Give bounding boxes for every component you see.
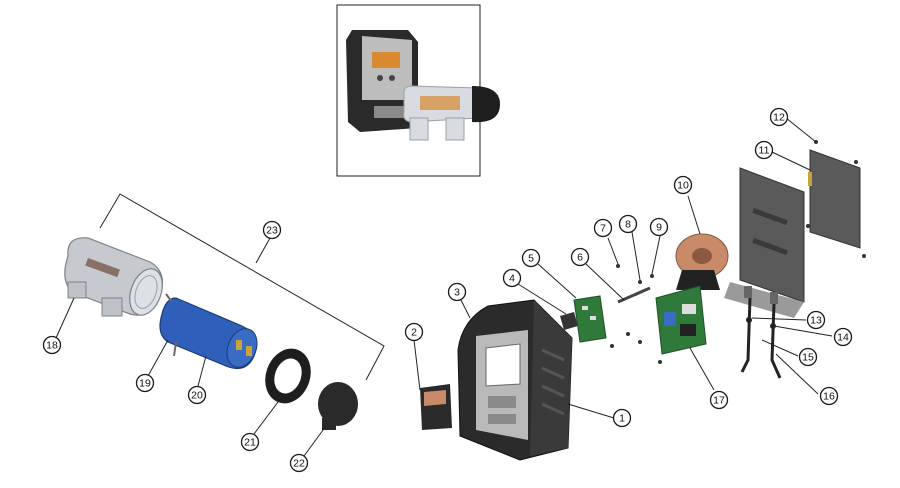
- callout-17: 17: [709, 390, 729, 410]
- callout-6: 6: [570, 247, 590, 267]
- callout-label: 9: [656, 222, 662, 234]
- connector-block: [560, 312, 578, 330]
- callout-22: 22: [289, 453, 309, 473]
- callout-11: 11: [754, 140, 774, 160]
- callout-label: 1: [619, 413, 625, 425]
- callout-10: 10: [673, 175, 693, 195]
- callout-circle: [798, 347, 818, 367]
- callout-circle: [570, 247, 590, 267]
- callout-3: 3: [447, 282, 467, 302]
- main-pcb: [655, 285, 707, 355]
- callout-label: 8: [625, 219, 631, 231]
- callout-circle: [404, 322, 424, 342]
- callout-2: 2: [404, 322, 424, 342]
- callout-9: 9: [649, 217, 669, 237]
- callout-20: 20: [187, 385, 207, 405]
- callout-circle: [649, 217, 669, 237]
- callout-circle: [42, 335, 62, 355]
- callout-19: 19: [135, 373, 155, 393]
- callout-label: 17: [713, 395, 725, 407]
- callout-circle: [819, 386, 839, 406]
- callout-label: 6: [577, 252, 583, 264]
- ring-nut: [265, 348, 311, 404]
- callout-label: 2: [411, 327, 417, 339]
- callout-circle: [769, 107, 789, 127]
- rod: [617, 286, 651, 304]
- callout-circle: [289, 453, 309, 473]
- mounting-plate: [808, 149, 861, 249]
- callout-circle: [447, 282, 467, 302]
- callout-8: 8: [618, 214, 638, 234]
- callout-15: 15: [798, 347, 818, 367]
- callout-7: 7: [593, 218, 613, 238]
- assembly-bracket: [99, 193, 385, 381]
- callout-23: 23: [262, 220, 282, 240]
- callout-18: 18: [42, 335, 62, 355]
- callout-label: 5: [528, 253, 534, 265]
- callout-label: 11: [759, 145, 770, 157]
- callout-label: 7: [600, 223, 606, 235]
- screws: [610, 140, 866, 364]
- callout-label: 22: [293, 458, 305, 470]
- callout-circle: [618, 214, 638, 234]
- callout-label: 20: [191, 390, 203, 402]
- callout-circle: [833, 327, 853, 347]
- callout-16: 16: [819, 386, 839, 406]
- display-panel: [420, 384, 452, 430]
- callout-label: 19: [139, 378, 151, 390]
- callout-4: 4: [502, 268, 522, 288]
- callout-label: 16: [823, 391, 835, 403]
- end-cap: [318, 382, 358, 430]
- callout-12: 12: [769, 107, 789, 127]
- callout-circle: [502, 268, 522, 288]
- callout-label: 4: [509, 273, 515, 285]
- callout-21: 21: [240, 432, 260, 452]
- callout-label: 13: [810, 315, 822, 327]
- callout-circle: [240, 432, 260, 452]
- product-photo-inset: [336, 4, 500, 177]
- callout-circle: [754, 140, 774, 160]
- cables: [740, 297, 782, 379]
- small-pcb: [573, 295, 607, 343]
- back-plate: [724, 167, 805, 318]
- callout-label: 15: [802, 352, 814, 364]
- callout-label: 14: [837, 332, 849, 344]
- callout-label: 23: [266, 225, 278, 237]
- callout-circle: [709, 390, 729, 410]
- callout-circle: [262, 220, 282, 240]
- callout-5: 5: [521, 248, 541, 268]
- callout-circle: [521, 248, 541, 268]
- toroidal-transformer: [675, 233, 729, 290]
- callout-circle: [187, 385, 207, 405]
- callout-14: 14: [833, 327, 853, 347]
- callout-circle: [612, 408, 632, 428]
- clear-cell-housing: [64, 237, 163, 317]
- callout-13: 13: [806, 310, 826, 330]
- callout-circle: [135, 373, 155, 393]
- callout-label: 12: [773, 112, 785, 124]
- callout-label: 10: [677, 180, 689, 192]
- callout-label: 3: [454, 287, 460, 299]
- callout-circle: [593, 218, 613, 238]
- callout-label: 18: [46, 340, 58, 352]
- callout-circle: [673, 175, 693, 195]
- callout-label: 21: [244, 437, 256, 449]
- callout-circle: [806, 310, 826, 330]
- callout-1: 1: [612, 408, 632, 428]
- main-housing: [457, 299, 573, 461]
- electrode-cell: [159, 293, 258, 369]
